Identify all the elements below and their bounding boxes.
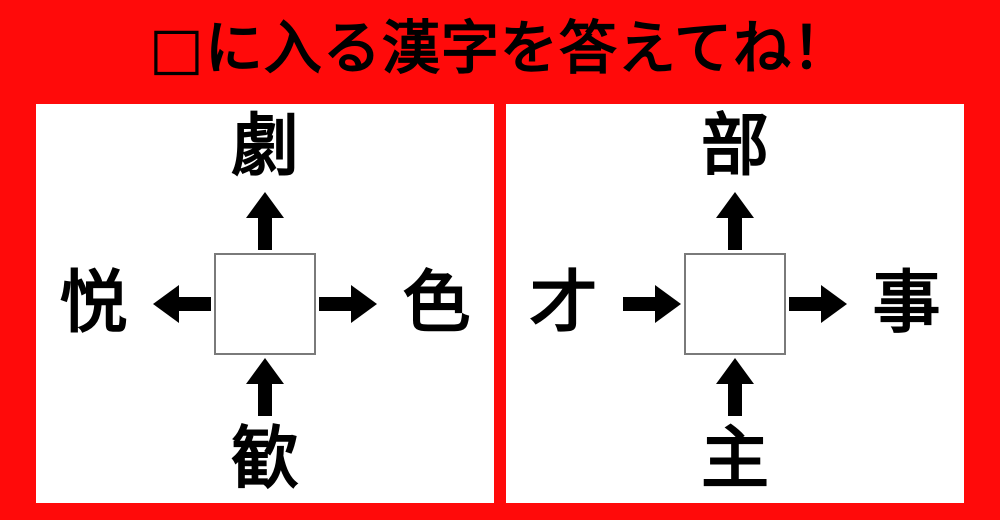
arrow-head: [351, 284, 377, 323]
kanji-left-left-panel: 悦: [59, 263, 128, 343]
puzzle-grid-right: 部 才 事: [506, 104, 964, 503]
arrow-head: [716, 191, 754, 218]
arrow-right-icon-right-right-panel: [789, 284, 847, 323]
kanji-bottom-left-panel: 歓: [230, 420, 299, 500]
puzzle-panel-right: 部 才 事: [506, 104, 964, 503]
arrow-shaft: [258, 379, 272, 416]
kanji-right-left-panel: 色: [402, 263, 471, 343]
kanji-bottom-right-panel: 主: [700, 420, 769, 500]
arrow-head: [716, 357, 754, 384]
answer-box-right-panel[interactable]: [684, 252, 786, 355]
arrow-up-icon-top-left-panel: [246, 191, 284, 250]
page-title: □に入る漢字を答えてね！: [149, 14, 851, 82]
arrow-up-icon-bottom-left-panel: [246, 357, 284, 416]
answer-cell-right-panel: [684, 252, 786, 355]
arrow-right-icon-left-right-panel: [623, 284, 681, 323]
arrow-shaft: [319, 296, 355, 311]
title-banner: □に入る漢字を答えてね！: [0, 0, 1000, 96]
arrow-head: [246, 191, 284, 218]
arrow-shaft: [623, 296, 659, 311]
puzzle-panel-left: 劇 悦 色: [36, 104, 494, 503]
arrow-head: [246, 357, 284, 384]
arrow-head: [821, 284, 847, 323]
arrow-shaft: [728, 379, 742, 416]
arrow-shaft: [789, 296, 825, 311]
puzzle-grid-left: 劇 悦 色: [36, 104, 494, 503]
puzzle-panels: 劇 悦 色: [36, 104, 964, 503]
arrow-head: [655, 284, 681, 323]
kanji-left-right-panel: 才: [529, 263, 598, 343]
arrow-shaft: [175, 296, 211, 311]
arrow-head: [153, 284, 179, 323]
arrow-up-icon-bottom-right-panel: [716, 357, 754, 416]
kanji-right-right-panel: 事: [872, 263, 941, 343]
answer-box-left-panel[interactable]: [214, 252, 316, 355]
kanji-top-right-panel: 部: [700, 106, 769, 186]
answer-cell-left-panel: [214, 252, 316, 355]
kanji-top-left-panel: 劇: [230, 106, 299, 186]
arrow-shaft: [258, 213, 272, 250]
arrow-up-icon-top-right-panel: [716, 191, 754, 250]
arrow-shaft: [728, 213, 742, 250]
arrow-right-icon-left-panel: [319, 284, 377, 323]
arrow-left-icon-left-panel: [153, 284, 211, 323]
